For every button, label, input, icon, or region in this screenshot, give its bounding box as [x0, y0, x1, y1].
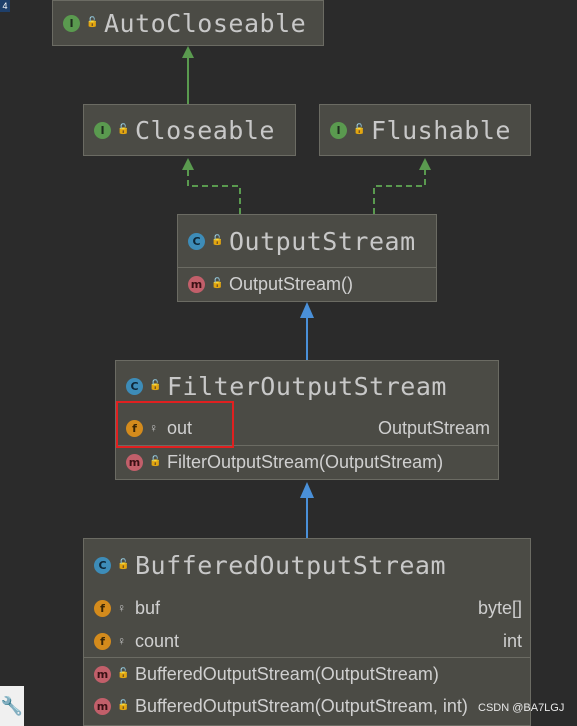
field-type: int — [502, 630, 522, 651]
field-row[interactable]: f ♀ count int — [84, 625, 530, 657]
node-closeable[interactable]: I 🔓 Closeable — [83, 104, 296, 156]
lock-icon: 🔓 — [211, 235, 224, 246]
class-name: FilterOutputStream — [167, 371, 447, 401]
class-name: Closeable — [135, 115, 275, 145]
method-icon: m — [94, 665, 111, 683]
divider — [84, 657, 530, 658]
field-type: byte[] — [477, 597, 522, 618]
method-label: OutputStream() — [229, 273, 354, 294]
arrowhead-autocloseable — [182, 46, 194, 58]
method-label: BufferedOutputStream(OutputStream) — [135, 663, 439, 684]
node-outputstream[interactable]: C 🔓 OutputStream m 🔓 OutputStream() — [177, 214, 437, 302]
lock-icon: 🔓 — [353, 124, 366, 135]
method-label: FilterOutputStream(OutputStream) — [167, 451, 444, 472]
field-icon: f — [94, 632, 111, 650]
field-label: buf — [135, 597, 161, 618]
field-label: out — [167, 417, 193, 438]
wrench-icon[interactable]: 🔧 — [0, 686, 24, 726]
edge-outputstream-closeable — [187, 168, 241, 214]
method-row[interactable]: m 🔓 OutputStream() — [178, 268, 436, 300]
field-icon: f — [94, 599, 111, 617]
method-row[interactable]: m 🔓 FilterOutputStream(OutputStream) — [116, 446, 498, 478]
highlight-box — [116, 401, 234, 448]
field-row[interactable]: f ♀ buf byte[] — [84, 591, 530, 625]
node-bufferedoutputstream[interactable]: C 🔓 BufferedOutputStream f ♀ buf byte[] … — [83, 538, 531, 726]
lock-icon: 🔓 — [117, 668, 130, 679]
arrowhead-closeable — [182, 158, 194, 170]
method-icon: m — [188, 275, 205, 293]
watermark: CSDN @BA7LGJ — [478, 702, 565, 714]
lock-icon: 🔓 — [117, 700, 130, 711]
arrowhead-flushable — [419, 158, 431, 170]
method-row[interactable]: m 🔓 BufferedOutputStream(OutputStream) — [84, 658, 530, 690]
field-row[interactable]: f ♀ out OutputStream — [116, 411, 498, 445]
method-row[interactable]: m 🔓 BufferedOutputStream(OutputStream, i… — [84, 690, 530, 722]
lock-icon: 🔓 — [117, 124, 130, 135]
class-name: Flushable — [371, 115, 511, 145]
class-name: OutputStream — [229, 226, 416, 256]
node-filteroutputstream[interactable]: C 🔓 FilterOutputStream f ♀ out OutputStr… — [115, 360, 499, 480]
method-label: BufferedOutputStream(OutputStream, int) — [135, 695, 468, 716]
class-name: AutoCloseable — [104, 8, 307, 38]
key-icon: ♀ — [149, 421, 158, 435]
divider — [116, 445, 498, 446]
divider — [178, 267, 436, 268]
field-type: OutputStream — [377, 417, 490, 438]
class-icon: C — [188, 232, 205, 250]
method-icon: m — [126, 453, 143, 471]
arrowhead-outputstream — [300, 302, 314, 318]
key-icon: ♀ — [117, 601, 126, 615]
corner-mark: 4 — [0, 0, 10, 12]
arrowhead-filteroutputstream — [300, 482, 314, 498]
lock-icon: 🔓 — [211, 278, 224, 289]
node-flushable[interactable]: I 🔓 Flushable — [319, 104, 531, 156]
lock-icon: 🔓 — [149, 456, 162, 467]
field-label: count — [135, 630, 180, 651]
node-autocloseable[interactable]: I 🔓 AutoCloseable — [52, 0, 324, 46]
interface-icon: I — [330, 121, 347, 139]
interface-icon: I — [63, 14, 80, 32]
lock-icon: 🔓 — [149, 380, 162, 391]
key-icon: ♀ — [117, 634, 126, 648]
lock-icon: 🔓 — [117, 559, 130, 570]
interface-icon: I — [94, 121, 111, 139]
lock-icon: 🔓 — [86, 17, 99, 28]
edge-outputstream-flushable — [373, 168, 426, 214]
method-icon: m — [94, 697, 111, 715]
field-icon: f — [126, 419, 143, 437]
class-name: BufferedOutputStream — [135, 550, 447, 580]
class-icon: C — [94, 556, 111, 574]
class-icon: C — [126, 377, 143, 395]
